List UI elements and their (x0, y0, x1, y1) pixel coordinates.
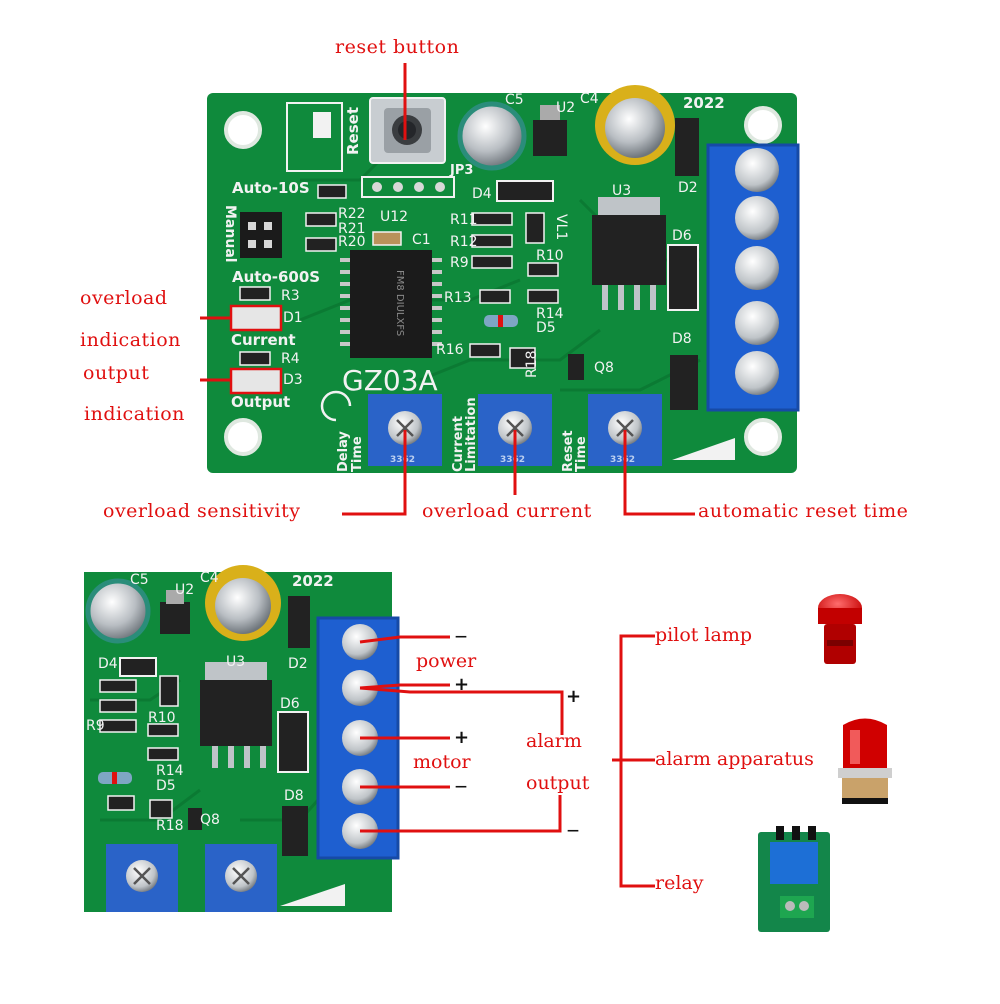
bottom-part-label-r18: R18 (156, 818, 184, 834)
silk-delay-time-2: Time (350, 436, 365, 472)
part-label-r20: R20 (338, 234, 366, 250)
terminal-screws-top (735, 148, 779, 395)
callout-automatic-reset-time: automatic reset time (698, 500, 909, 522)
bottom-part-label-d6: D6 (280, 696, 300, 712)
alarm-minus-sign: — (567, 823, 579, 837)
alarm-plus-sign: + (566, 686, 582, 707)
part-label-r21: R21 (338, 221, 366, 237)
part-label-d2: D2 (678, 180, 698, 196)
silk-pot-code-3: 3362 (610, 455, 635, 465)
bottom-part-label-d4: D4 (98, 656, 118, 672)
part-label-d5: D5 (536, 320, 556, 336)
part-label-c5: C5 (505, 92, 524, 108)
callout-output-indication-line2: indication (84, 403, 185, 425)
bottom-part-label-c4: C4 (200, 570, 219, 586)
relay-module-image (758, 826, 830, 932)
motor-minus-sign: — (455, 779, 467, 793)
part-label-r10: R10 (536, 248, 564, 264)
callout-reset-button: reset button (335, 36, 460, 58)
part-label-r16: R16 (436, 342, 464, 358)
part-label-u3: U3 (612, 183, 631, 199)
part-label-r4: R4 (281, 351, 300, 367)
part-label-r11: R11 (450, 212, 478, 228)
bottom-part-label-d8: D8 (284, 788, 304, 804)
bottom-silk-year: 2022 (292, 572, 334, 590)
silk-chip-text: FM8 DIULXFS (394, 270, 405, 336)
callout-overload-current: overload current (422, 500, 592, 522)
silk-pot-code-1: 3362 (390, 455, 415, 465)
part-label-r13: R13 (444, 290, 472, 306)
silk-model: GZ03A (342, 364, 438, 397)
part-label-r14: R14 (536, 306, 564, 322)
part-label-r9: R9 (450, 255, 469, 271)
power-minus-sign: — (455, 629, 467, 643)
silk-reset-time-2: Time (574, 436, 589, 472)
device-label-alarm-apparatus: alarm apparatus (655, 748, 814, 770)
part-label-c4: C4 (580, 91, 599, 107)
silk-pot-code-2: 3362 (500, 455, 525, 465)
part-label-d8: D8 (672, 331, 692, 347)
callout-output-indication-line1: output (83, 362, 150, 384)
alarm-apparatus-image (838, 718, 892, 804)
callout-overload-indication-line2: indication (80, 329, 181, 351)
wiring-motor-label: motor (413, 751, 471, 773)
part-label-vl1: VL1 (553, 214, 569, 240)
bottom-part-label-r10: R10 (148, 710, 176, 726)
bottom-part-label-u3: U3 (226, 654, 245, 670)
part-label-d3: D3 (283, 372, 303, 388)
part-label-d4: D4 (472, 186, 492, 202)
bottom-part-label-q8: Q8 (200, 812, 220, 828)
silk-manual: Manual (222, 205, 238, 263)
part-label-r3: R3 (281, 288, 300, 304)
silk-output: Output (231, 393, 290, 411)
bottom-pcb-board (84, 565, 392, 912)
bottom-wiring (359, 634, 655, 888)
bottom-part-label-d2: D2 (288, 656, 308, 672)
callout-overload-indication-line1: overload (80, 287, 168, 309)
silk-current-limitation-2: Limitation (464, 397, 479, 472)
motor-plus-sign: + (454, 727, 470, 748)
bottom-part-label-u2: U2 (175, 582, 194, 598)
silk-delay-time-1: Delay (336, 431, 351, 472)
part-label-d1: D1 (283, 310, 303, 326)
bottom-part-label-r9: R9 (86, 718, 105, 734)
bottom-part-label-d5: D5 (156, 778, 176, 794)
callout-overload-sensitivity: overload sensitivity (103, 500, 301, 522)
silk-auto-10s: Auto-10S (232, 179, 310, 197)
part-label-u2: U2 (556, 100, 575, 116)
silk-jp3: JP3 (449, 163, 473, 178)
wiring-output-label: output (526, 772, 590, 794)
silk-current: Current (231, 331, 296, 349)
top-callout-lines (200, 63, 695, 516)
wiring-alarm-label: alarm (526, 730, 582, 752)
top-terminal-block (706, 143, 800, 412)
part-label-q8: Q8 (594, 360, 614, 376)
power-plus-sign: + (454, 674, 470, 695)
silk-year: 2022 (683, 94, 725, 112)
part-label-r18: R18 (524, 350, 540, 378)
part-label-c1: C1 (412, 232, 431, 248)
silk-auto-600s: Auto-600S (232, 268, 320, 286)
pilot-lamp-image (818, 594, 862, 664)
silk-current-limitation-1: Current (451, 416, 466, 472)
part-label-u12: U12 (380, 209, 408, 225)
part-label-d6: D6 (672, 228, 692, 244)
wiring-power-label: power (416, 650, 477, 672)
device-label-relay: relay (655, 872, 704, 894)
bottom-part-label-c5: C5 (130, 572, 149, 588)
silk-reset-time-1: Reset (561, 430, 576, 472)
silk-reset: Reset (344, 107, 362, 155)
part-label-r22: R22 (338, 206, 366, 222)
bottom-part-label-r14: R14 (156, 763, 184, 779)
device-label-pilot-lamp: pilot lamp (655, 624, 753, 646)
part-label-r12: R12 (450, 234, 478, 250)
